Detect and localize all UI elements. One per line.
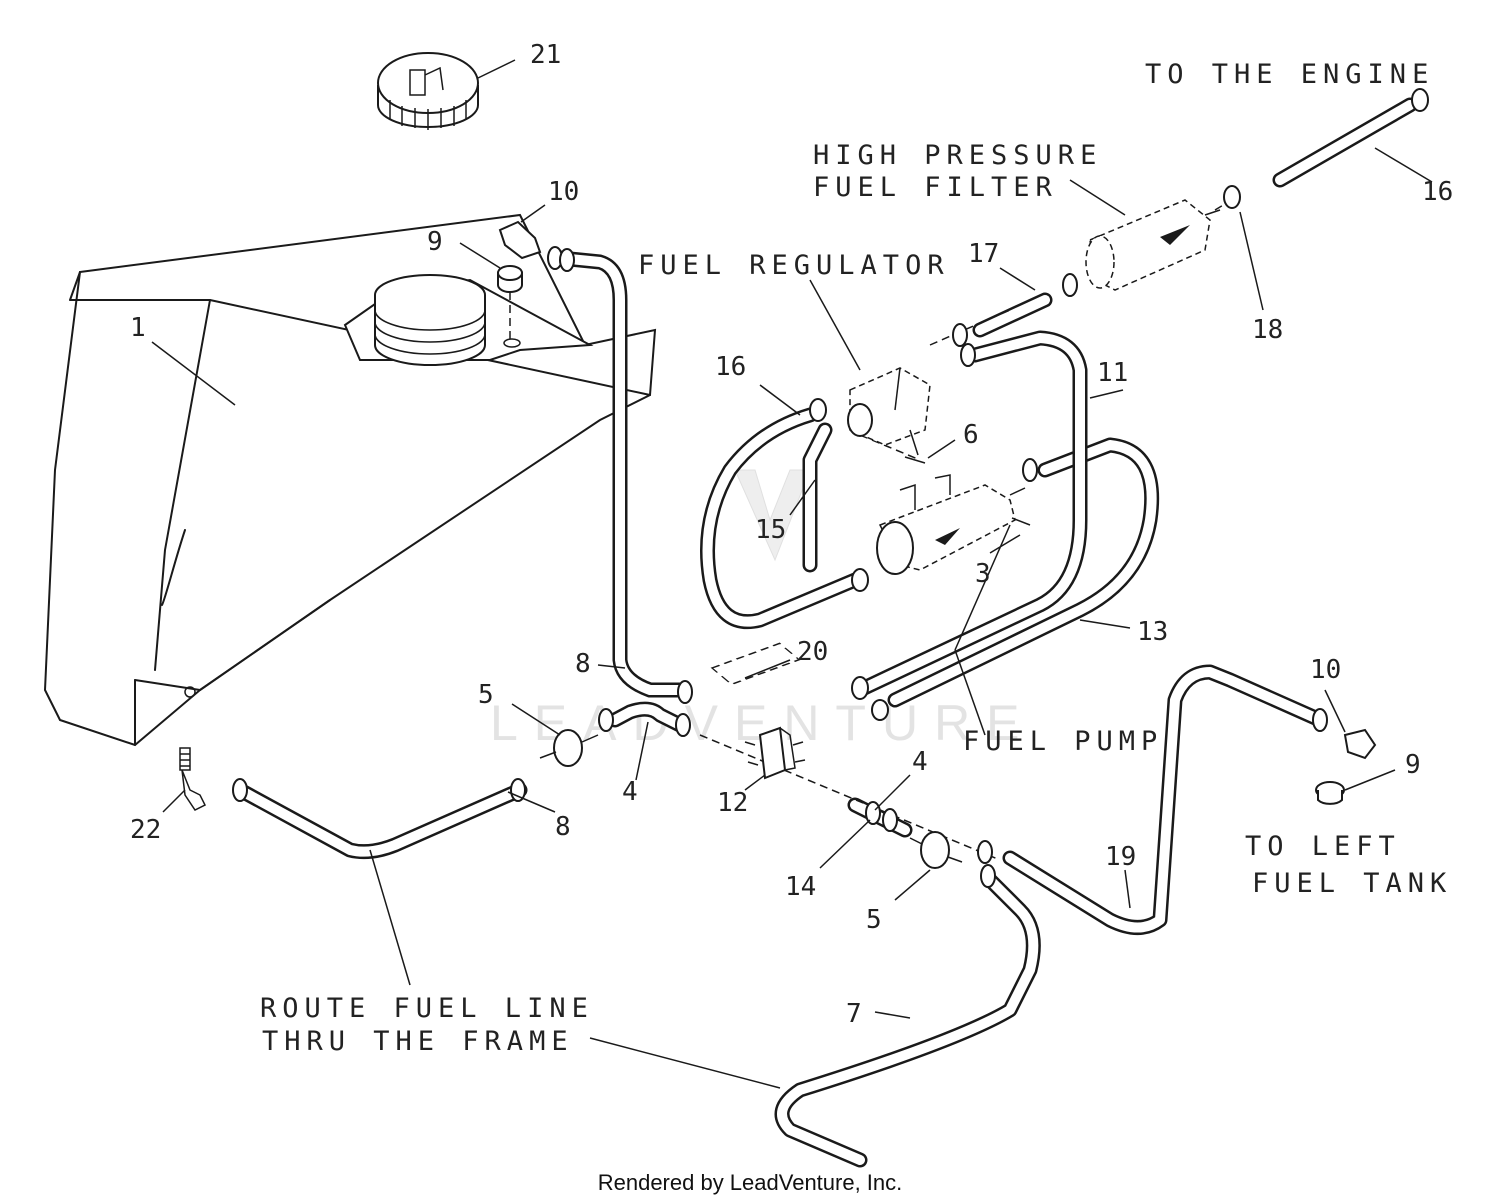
fuel-pump bbox=[876, 474, 1031, 575]
part-number-19: 19 bbox=[1105, 842, 1136, 872]
label-to-left-line2: FUEL TANK bbox=[1252, 868, 1452, 899]
part-number-9-top: 9 bbox=[427, 227, 443, 257]
fuel-regulator bbox=[847, 367, 931, 464]
left-tank-fitting bbox=[1315, 689, 1396, 805]
part-number-15: 15 bbox=[755, 515, 786, 545]
part-number-6: 6 bbox=[963, 420, 979, 450]
label-route-line1: ROUTE FUEL LINE bbox=[260, 993, 594, 1024]
part-number-5-left: 5 bbox=[478, 680, 494, 710]
part-number-13: 13 bbox=[1137, 617, 1168, 647]
part-number-4-left: 4 bbox=[622, 777, 638, 807]
part-number-7: 7 bbox=[846, 999, 862, 1029]
part-number-1: 1 bbox=[130, 313, 146, 343]
part-number-12: 12 bbox=[717, 788, 748, 818]
part-number-10-top: 10 bbox=[548, 177, 579, 207]
label-hp-filter-line1: HIGH PRESSURE bbox=[813, 140, 1102, 171]
part-number-3: 3 bbox=[975, 559, 991, 589]
part-number-16-loop: 16 bbox=[715, 352, 746, 382]
part-numbers: 21 10 9 1 17 16 18 16 11 6 15 3 13 20 8 … bbox=[130, 40, 1453, 1029]
fuel-tank bbox=[43, 213, 657, 811]
footer-credit: Rendered by LeadVenture, Inc. bbox=[597, 1170, 903, 1195]
part-number-4-right: 4 bbox=[912, 747, 928, 777]
part-number-5-right: 5 bbox=[866, 905, 882, 935]
label-fuel-pump: FUEL PUMP bbox=[963, 726, 1163, 757]
fuel-hoses bbox=[232, 97, 1418, 1168]
high-pressure-filter bbox=[1085, 199, 1221, 291]
part-number-8-bottom: 8 bbox=[555, 812, 571, 842]
inline-filters bbox=[539, 729, 963, 869]
part-number-8-top: 8 bbox=[575, 649, 591, 679]
part-number-9-right: 9 bbox=[1405, 750, 1421, 780]
part-number-21: 21 bbox=[530, 40, 561, 70]
watermark: LEADVENTURE bbox=[490, 469, 1020, 751]
label-to-left-line1: TO LEFT bbox=[1245, 831, 1401, 862]
tank-vent-fitting bbox=[459, 204, 546, 342]
part-number-18: 18 bbox=[1252, 315, 1283, 345]
part-number-17: 17 bbox=[968, 239, 999, 269]
tee-fitting bbox=[744, 726, 806, 780]
part-number-10-right: 10 bbox=[1310, 655, 1341, 685]
label-to-engine: TO THE ENGINE bbox=[1145, 59, 1434, 90]
part-number-22: 22 bbox=[130, 815, 161, 845]
label-fuel-regulator: FUEL REGULATOR bbox=[638, 250, 950, 281]
hose-clamps bbox=[232, 88, 1429, 888]
label-hp-filter-line2: FUEL FILTER bbox=[813, 172, 1058, 203]
part-number-20: 20 bbox=[797, 637, 828, 667]
callout-labels: TO THE ENGINE HIGH PRESSURE FUEL FILTER … bbox=[260, 59, 1452, 1057]
part-number-11: 11 bbox=[1097, 358, 1128, 388]
part-number-14: 14 bbox=[785, 872, 816, 902]
part-number-16-top: 16 bbox=[1422, 177, 1453, 207]
leader-lines bbox=[151, 147, 1433, 1089]
gas-cap bbox=[377, 52, 516, 130]
label-route-line2: THRU THE FRAME bbox=[262, 1026, 574, 1057]
